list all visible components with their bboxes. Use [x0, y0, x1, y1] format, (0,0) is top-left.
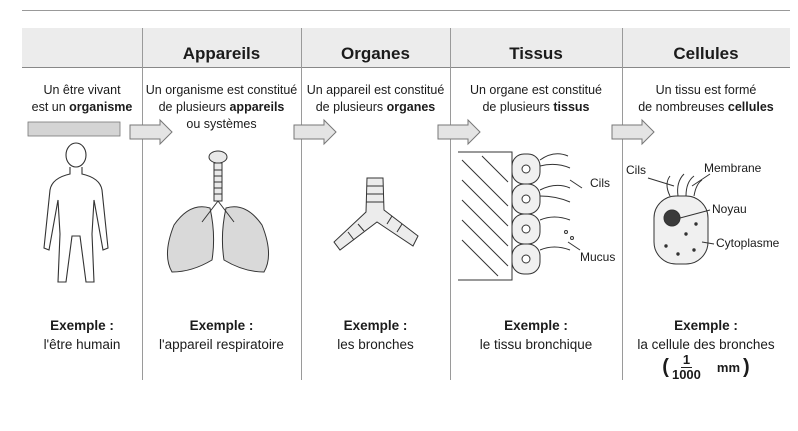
column-appareils: Appareils Un organisme est constitué de … — [142, 28, 301, 380]
column-header: Appareils — [182, 44, 261, 63]
example: Exemple : les bronches — [301, 316, 450, 354]
desc-bold-term: cellules — [727, 100, 774, 114]
header-divider — [22, 67, 790, 68]
paren-close: ) — [743, 356, 750, 378]
desc-line: Un tissu est formé — [655, 83, 757, 97]
desc-line: de plusieurs — [158, 100, 230, 114]
example-text: les bronches — [337, 337, 414, 352]
label-noyau: Noyau — [712, 202, 747, 216]
arrow-icon — [293, 118, 337, 146]
fraction: 1 1000 — [672, 353, 701, 382]
respiratory-system-icon — [167, 150, 269, 273]
desc-line: de plusieurs — [482, 100, 554, 114]
label-cytoplasme: Cytoplasme — [716, 236, 780, 250]
desc-bold-term: organisme — [69, 100, 133, 114]
arrow-icon — [437, 118, 481, 146]
column-divider — [301, 28, 302, 380]
fraction-numerator: 1 — [680, 352, 693, 368]
column-description: Un appareil est constitué de plusieurs o… — [301, 82, 450, 116]
scale-fraction: ( 1 1000 mm ) — [622, 353, 790, 382]
column-header: Tissus — [509, 44, 563, 63]
column-description: Un tissu est formé de nombreuses cellule… — [622, 82, 790, 116]
desc-line: ou systèmes — [186, 117, 257, 131]
example-title: Exemple : — [343, 318, 408, 333]
example-title: Exemple : — [50, 318, 114, 333]
example-text: l'être humain — [43, 337, 121, 352]
desc-line: de nombreuses — [638, 100, 728, 114]
example: Exemple : le tissu bronchique — [450, 316, 622, 354]
column-organes: Organes Un appareil est constitué de plu… — [301, 28, 450, 380]
example-text: le tissu bronchique — [479, 337, 593, 352]
column-divider — [142, 28, 143, 380]
paren-open: ( — [662, 356, 669, 378]
column-organisme: Un être vivant est un organisme Exemple … — [22, 28, 142, 380]
level-bar — [27, 121, 121, 137]
label-cils: Cils — [590, 176, 610, 190]
fraction-denominator: 1000 — [671, 367, 701, 382]
desc-line: Un organisme est constitué — [145, 83, 298, 97]
illustrations — [27, 118, 715, 283]
header-band — [22, 28, 790, 68]
desc-line: de plusieurs — [315, 100, 387, 114]
example-text: l'appareil respiratoire — [159, 337, 284, 352]
example-text: la cellule des bronches — [637, 337, 775, 352]
bronchial-tissue-icon — [458, 151, 583, 281]
human-silhouette-icon — [43, 142, 109, 283]
example-title: Exemple : — [674, 318, 738, 333]
column-cellules: Cellules Un tissu est formé de nombreuse… — [622, 28, 790, 382]
column-description: Un organe est constitué de plusieurs tis… — [450, 82, 622, 116]
example-title: Exemple : — [189, 318, 254, 333]
example: Exemple : l'appareil respiratoire — [142, 316, 301, 354]
example: Exemple : la cellule des bronches — [622, 316, 790, 354]
label-mucus: Mucus — [580, 250, 616, 264]
column-header: Organes — [341, 44, 410, 63]
example-title: Exemple : — [504, 318, 568, 333]
bronchi-icon — [333, 177, 419, 251]
hierarchy-diagram: Un être vivant est un organisme Exemple … — [22, 10, 790, 382]
desc-bold-term: organes — [386, 100, 436, 114]
desc-bold-term: appareils — [229, 100, 285, 114]
top-border — [22, 10, 790, 11]
fraction-unit: mm — [716, 360, 741, 375]
label-membrane: Membrane — [704, 161, 762, 175]
desc-line: est un — [31, 100, 70, 114]
example: Exemple : l'être humain — [22, 316, 142, 354]
column-header: Cellules — [673, 44, 739, 63]
label-cils: Cils — [626, 163, 646, 177]
desc-line: Un organe est constitué — [469, 83, 603, 97]
column-tissus: Tissus Un organe est constitué de plusie… — [450, 28, 622, 380]
cell-icon — [647, 173, 715, 265]
arrow-icon — [611, 118, 655, 146]
column-description: Un organisme est constitué de plusieurs … — [142, 82, 301, 133]
desc-bold-term: tissus — [553, 100, 590, 114]
column-divider — [450, 28, 451, 380]
arrow-icon — [129, 118, 173, 146]
column-description: Un être vivant est un organisme — [22, 82, 142, 116]
column-divider — [622, 28, 623, 380]
desc-line: Un être vivant — [43, 83, 121, 97]
desc-line: Un appareil est constitué — [306, 83, 445, 97]
